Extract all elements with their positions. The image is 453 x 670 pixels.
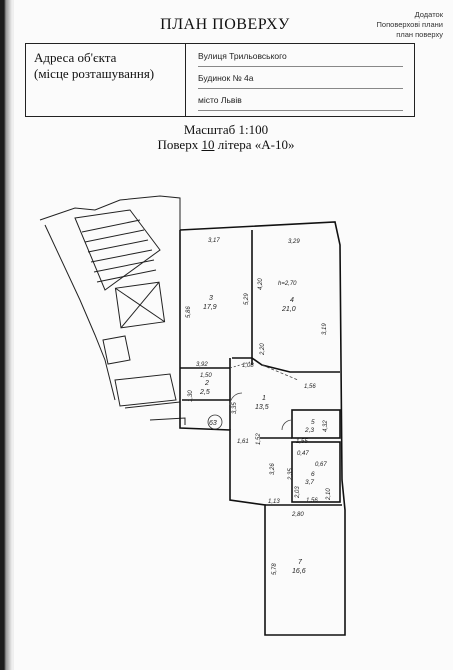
room-5-area: 2,3 xyxy=(304,427,314,434)
address-label-line-2: (місце розташування) xyxy=(34,66,155,81)
dim-1-55: 1,55 xyxy=(296,439,308,445)
dim-4-32: 4,32 xyxy=(323,420,329,432)
mark-circle xyxy=(207,414,223,430)
scale-label: Масштаб 1:100 xyxy=(183,122,269,137)
room-6-area: 3,7 xyxy=(305,479,314,486)
floor-line: Поверх 10 літера «А-10» xyxy=(120,137,332,152)
dim-1-30: 1,30 xyxy=(188,390,194,402)
room-2-area: 2,5 xyxy=(199,389,210,396)
page-title: ПЛАН ПОВЕРХУ xyxy=(160,16,290,33)
dim-3-35: 3,35 xyxy=(232,402,238,414)
dim-3-19: 3,19 xyxy=(322,323,328,335)
room-6-number: 6 xyxy=(311,471,315,478)
door-swings xyxy=(229,361,299,431)
dim-5-78: 5,78 xyxy=(272,563,278,575)
dim-1-56-b: 1,56 xyxy=(306,498,318,504)
walls xyxy=(179,221,346,636)
address-table: Адреса об'єкта (місце розташування) Вули… xyxy=(25,43,415,117)
dim-3-29: 3,29 xyxy=(288,239,300,245)
address-label: Адреса об'єкта (місце розташування) xyxy=(34,50,182,82)
room-3-number: 3 xyxy=(209,295,213,302)
annex-line-3: план поверху xyxy=(396,30,443,39)
room-7-area: 16,6 xyxy=(292,568,306,575)
dim-0-67: 0,67 xyxy=(315,462,327,468)
room-1-number: 1 xyxy=(262,395,266,402)
annex-line-2: Поповерхові плани xyxy=(376,20,443,29)
dim-3-26: 3,26 xyxy=(270,463,276,475)
room-7-number: 7 xyxy=(298,559,303,566)
city-field: місто Львів xyxy=(198,92,403,111)
dim-3-92: 3,92 xyxy=(196,362,208,368)
dim-3-17: 3,17 xyxy=(208,238,220,244)
letter-value: «А-10» xyxy=(254,137,295,152)
stairwell xyxy=(39,195,186,425)
table-divider xyxy=(185,44,186,116)
plan-labels: 3 17,9 4 21,0 h=2,70 2 2,5 1 13,5 5 2,3 … xyxy=(186,238,332,575)
dim-4-20: 4,20 xyxy=(258,278,264,290)
dim-2-20: 2,20 xyxy=(260,343,266,356)
dim-0-47: 0,47 xyxy=(297,451,309,457)
dim-2-10: 2,10 xyxy=(326,488,332,501)
room-4-number: 4 xyxy=(290,297,294,304)
dim-2-03: 2,03 xyxy=(295,486,301,499)
annex-line-1: Додаток xyxy=(414,10,443,19)
ceiling-height: h=2,70 xyxy=(278,281,297,287)
dim-1-61: 1,61 xyxy=(237,439,249,445)
floor-number: 10 xyxy=(201,137,215,152)
mark-number: 63 xyxy=(209,420,217,427)
dim-2-35: 2,35 xyxy=(288,468,294,481)
address-label-line-1: Адреса об'єкта xyxy=(34,50,117,65)
dim-5-86: 5,86 xyxy=(186,306,192,318)
letter-prefix: літера xyxy=(217,137,252,152)
street-field: Вулиця Трильовського xyxy=(198,48,403,67)
scan-edge xyxy=(0,0,14,670)
dim-1-52: 1,52 xyxy=(256,433,262,445)
floor-prefix: Поверх xyxy=(157,137,199,152)
dim-1-56-a: 1,56 xyxy=(304,384,316,390)
dim-5-29: 5,29 xyxy=(244,293,250,305)
room-2-number: 2 xyxy=(204,380,209,387)
room-3-area: 17,9 xyxy=(203,304,217,311)
room-5-number: 5 xyxy=(311,419,315,426)
dim-1-50: 1,50 xyxy=(200,373,212,379)
dim-1-13: 1,13 xyxy=(268,499,280,505)
room-4-area: 21,0 xyxy=(281,306,296,313)
dim-2-80: 2,80 xyxy=(291,512,304,518)
building-field: Будинок № 4а xyxy=(198,70,403,89)
room-1-area: 13,5 xyxy=(255,404,269,411)
dim-1-08: 1,08 xyxy=(242,363,254,369)
annex-note: Додаток Поповерхові плани план поверху xyxy=(377,10,443,40)
